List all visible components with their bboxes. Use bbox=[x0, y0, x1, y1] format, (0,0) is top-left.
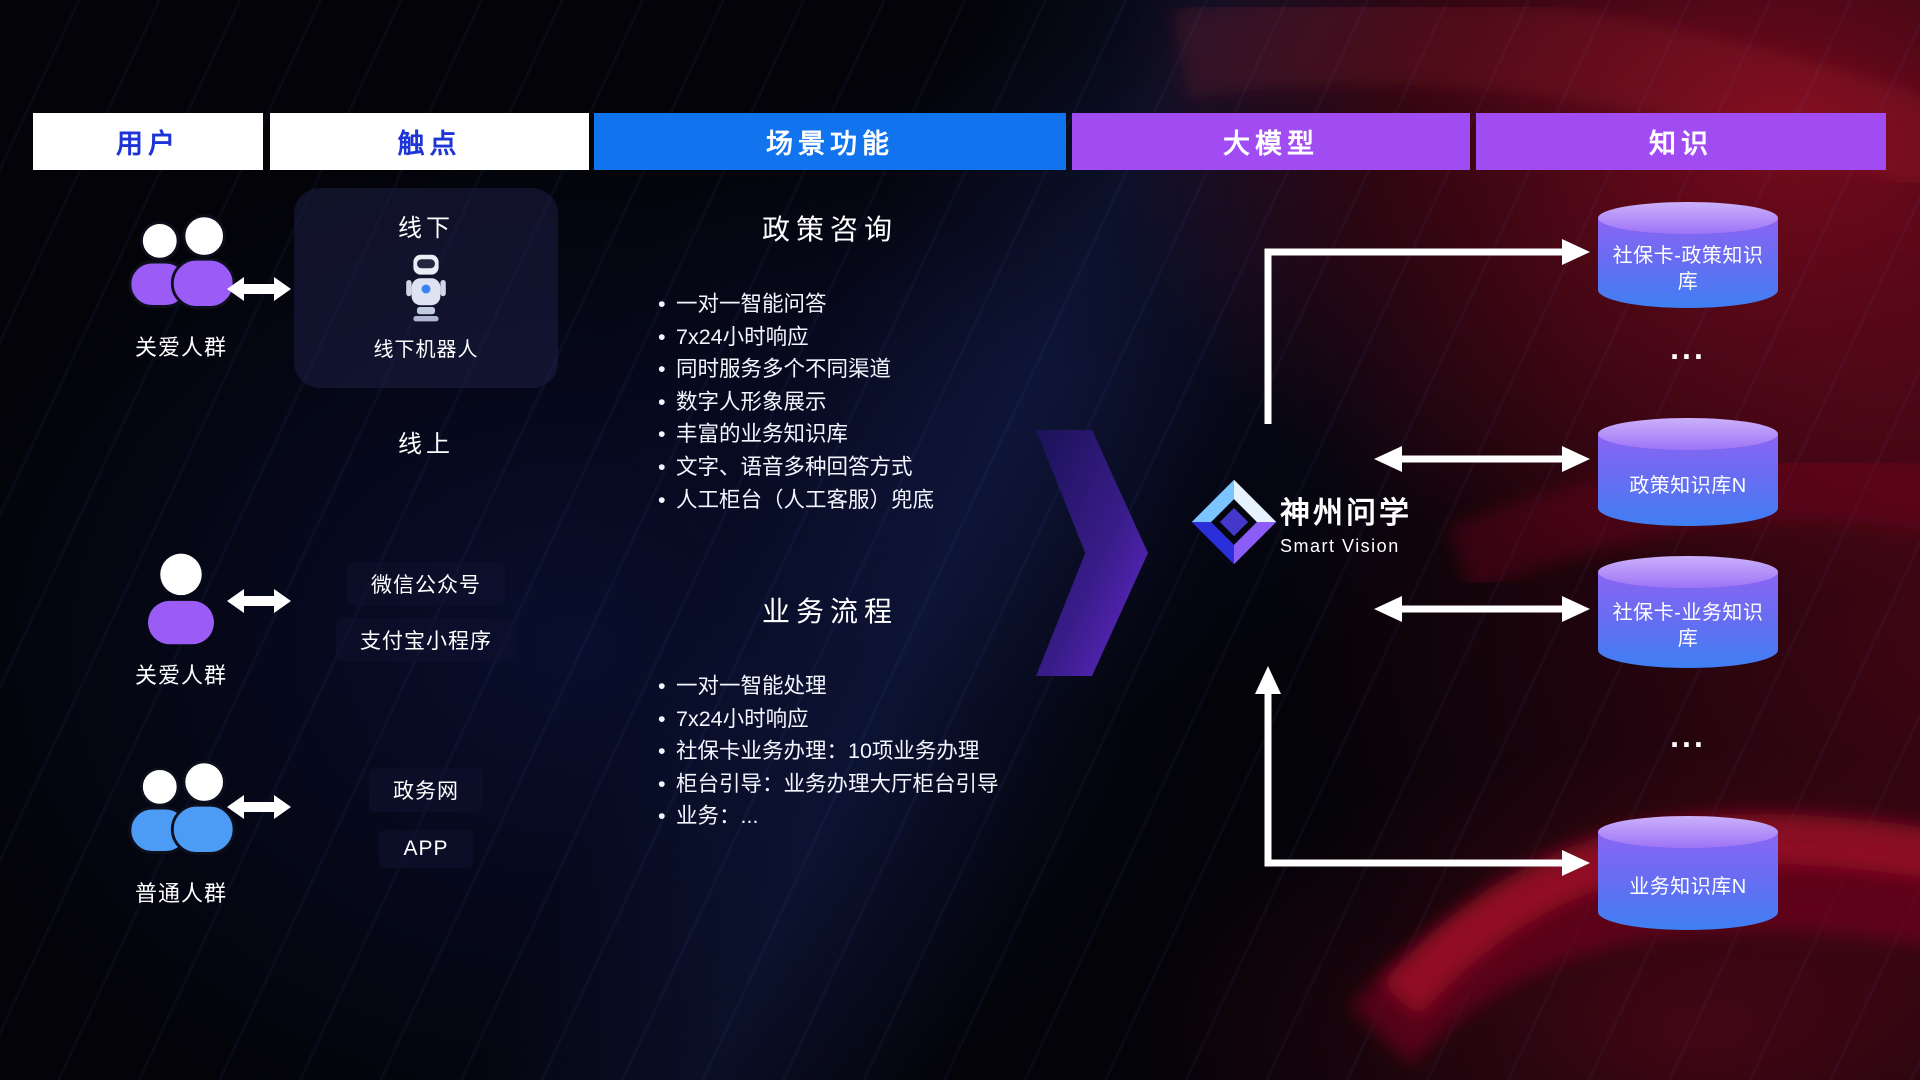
scene-bullet-list: 一对一智能问答 7x24小时响应 同时服务多个不同渠道 数字人形象展示 丰富的业… bbox=[612, 288, 1048, 516]
scene-bullet-list: 一对一智能处理 7x24小时响应 社保卡业务办理：10项业务办理 柜台引导：业务… bbox=[612, 670, 1048, 833]
column-header-scene-functions: 场景功能 bbox=[594, 113, 1066, 170]
smart-vision-diamond-logo-icon bbox=[1191, 479, 1277, 565]
bidirectional-arrow-icon bbox=[227, 589, 291, 613]
cylinder-top bbox=[1598, 556, 1778, 588]
scene-bullet: 社保卡业务办理：10项业务办理 bbox=[658, 735, 1048, 768]
user-label: 关爱人群 bbox=[134, 663, 227, 688]
scene-bullet: 一对一智能问答 bbox=[658, 288, 1048, 321]
channel-app: APP bbox=[294, 830, 558, 868]
model-name: 神州问学 bbox=[1280, 497, 1412, 530]
people-group-icon bbox=[128, 214, 236, 309]
knowledge-ellipsis: ... bbox=[1670, 718, 1706, 754]
scene-bullet: 同时服务多个不同渠道 bbox=[658, 353, 1048, 386]
knowledge-db-policy-ssc: 社保卡-政策知识库 bbox=[1598, 202, 1778, 308]
person-icon bbox=[147, 553, 215, 645]
model-brand-block: 神州问学 Smart Vision bbox=[1280, 488, 1412, 557]
user-label: 普通人群 bbox=[134, 881, 227, 906]
scene-bullet: 丰富的业务知识库 bbox=[658, 418, 1048, 451]
scene-bullet: 业务：... bbox=[658, 800, 1048, 833]
knowledge-db-label: 政策知识库N bbox=[1629, 475, 1747, 497]
user-block-care-group: 关爱人群 bbox=[96, 210, 266, 362]
column-header-touchpoints: 触点 bbox=[270, 113, 589, 170]
offline-robot-caption: 线下机器人 bbox=[373, 339, 479, 361]
offline-title: 线下 bbox=[398, 215, 454, 242]
scene-bullet: 柜台引导：业务办理大厅柜台引导 bbox=[658, 768, 1048, 801]
knowledge-db-label: 业务知识库N bbox=[1629, 876, 1747, 898]
cylinder-top bbox=[1598, 202, 1778, 234]
cylinder-top bbox=[1598, 418, 1778, 450]
cylinder-body: 社保卡-政策知识库 bbox=[1598, 218, 1778, 308]
robot-icon bbox=[406, 254, 446, 322]
column-header-large-model: 大模型 bbox=[1072, 113, 1470, 170]
scene-bullet: 文字、语音多种回答方式 bbox=[658, 451, 1048, 484]
user-label: 关爱人群 bbox=[134, 335, 227, 360]
scene-bullet: 一对一智能处理 bbox=[658, 670, 1048, 703]
model-subtitle: Smart Vision bbox=[1280, 536, 1400, 556]
knowledge-db-business-n: 业务知识库N bbox=[1598, 816, 1778, 930]
knowledge-db-policy-n: 政策知识库N bbox=[1598, 418, 1778, 526]
scene-business-process: 业务流程 一对一智能处理 7x24小时响应 社保卡业务办理：10项业务办理 柜台… bbox=[612, 590, 1048, 833]
channel-label: 微信公众号 bbox=[347, 562, 505, 606]
user-block-care-single: 关爱人群 bbox=[96, 548, 266, 690]
user-block-general: 普通人群 bbox=[96, 756, 266, 908]
scene-bullet: 7x24小时响应 bbox=[658, 703, 1048, 736]
scene-policy-consulting: 政策咨询 一对一智能问答 7x24小时响应 同时服务多个不同渠道 数字人形象展示… bbox=[612, 208, 1048, 516]
online-section-label: 线上 bbox=[398, 431, 454, 458]
scene-title: 政策咨询 bbox=[761, 214, 898, 245]
channel-wechat: 微信公众号 bbox=[294, 562, 558, 606]
scene-bullet: 人工柜台（人工客服）兜底 bbox=[658, 484, 1048, 517]
column-header-knowledge: 知识 bbox=[1476, 113, 1886, 170]
scene-bullet: 数字人形象展示 bbox=[658, 386, 1048, 419]
knowledge-ellipsis: ... bbox=[1670, 330, 1706, 366]
column-header-users: 用户 bbox=[33, 113, 263, 170]
offline-touchpoint-card: 线下 线下机器人 bbox=[294, 188, 558, 388]
bidirectional-arrow-icon bbox=[227, 277, 291, 301]
knowledge-db-label: 社保卡-业务知识库 bbox=[1612, 602, 1764, 650]
knowledge-db-business-ssc: 社保卡-业务知识库 bbox=[1598, 556, 1778, 668]
channel-gov-web: 政务网 bbox=[294, 768, 558, 812]
people-group-icon bbox=[128, 760, 236, 855]
cylinder-top bbox=[1598, 816, 1778, 848]
channel-label: 支付宝小程序 bbox=[336, 618, 516, 662]
scene-bullet: 7x24小时响应 bbox=[658, 321, 1048, 354]
channel-label: 政务网 bbox=[369, 768, 483, 812]
bidirectional-arrow-icon bbox=[227, 795, 291, 819]
scene-title: 业务流程 bbox=[761, 596, 898, 627]
channel-label: APP bbox=[379, 830, 473, 868]
channel-alipay-miniapp: 支付宝小程序 bbox=[294, 618, 558, 662]
knowledge-db-label: 社保卡-政策知识库 bbox=[1612, 245, 1764, 293]
